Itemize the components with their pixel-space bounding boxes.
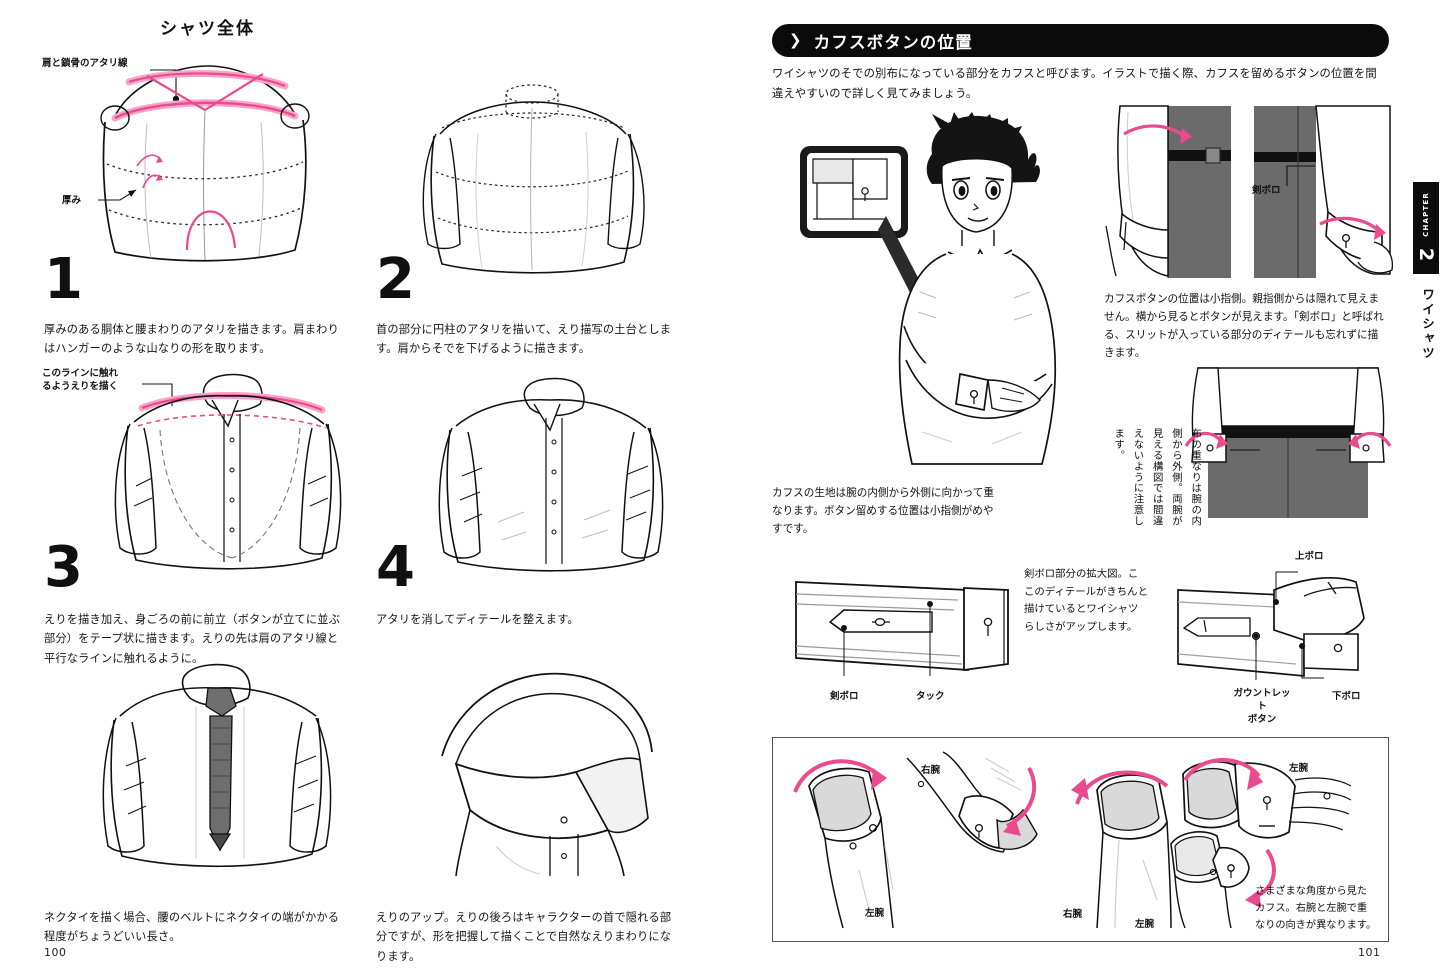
label-gauntlet-button: ガウントレット ボタン <box>1233 688 1291 725</box>
chapter-tab: CHAPTER 2 <box>1413 182 1439 274</box>
figure-gauntlet <box>1177 556 1390 686</box>
figure-shirt-with-necktie <box>102 658 338 874</box>
section-header: ❯ カフスボタンの位置 <box>772 24 1389 57</box>
caption-overlap-vertical: 布の重なりは腕の内側から外側。両腕が見える構図では間違えないように注意します。 <box>1112 428 1202 527</box>
bottom-caption-collar: えりのアップ。えりの後ろはキャラクターの首で隠れる部分ですが、形を把握して描くこ… <box>376 911 672 963</box>
callout-shoulder-clavicle: 肩と鎖骨のアタリ線 <box>42 58 128 69</box>
chapter-word: CHAPTER <box>1422 192 1430 237</box>
caption-cuff-position: カフスボタンの位置は小指側。親指側からは隠れて見えません。横から見るとボタンが見… <box>1104 293 1384 359</box>
chevron-right-icon: ❯ <box>789 31 802 49</box>
left-page: シャツ全体 肩と鎖骨のアタリ線 <box>42 19 680 963</box>
figure-character <box>862 112 1088 482</box>
step-caption-1: 厚みのある胴体と腰まわりのアタリを描きます。肩まわりはハンガーのような山なりの形… <box>44 323 339 356</box>
step-caption-4: アタリを消してディテールを整えます。 <box>376 613 579 626</box>
folio-right: 101 <box>1358 946 1381 959</box>
label-lower-placket: 下ボロ <box>1332 691 1361 702</box>
label-leader-kenboro-top <box>1285 160 1321 188</box>
figure-step-4 <box>438 372 668 572</box>
figure-angle-5 <box>1175 752 1355 882</box>
panel-arm-label-3: 右腕 <box>1063 909 1083 920</box>
angles-panel: 左腕 右腕 右腕 左腕 左腕 さまざまな角度から見たカフス。右腕と左腕で重なりの… <box>772 737 1389 942</box>
section-title: カフスボタンの位置 <box>813 32 973 52</box>
section-intro: ワイシャツのそでの別布になっている部分をカフスと呼びます。イラストで描く際、カフ… <box>772 67 1377 100</box>
step-caption-3: えりを描き加え、身ごろの前に前立（ボタンが立てに並ぶ部分）をテープ状に描きます。… <box>44 613 341 665</box>
step-number-2: 2 <box>376 247 415 312</box>
figure-angle-2 <box>899 751 1049 882</box>
caption-panel-note: さまざまな角度から見たカフス。右腕と左腕で重なりの向きが異なります。 <box>1255 886 1377 931</box>
page-gutter <box>725 0 727 977</box>
chapter-side-title: ワイシャツ <box>1420 288 1435 361</box>
figure-both-arms <box>1184 367 1392 518</box>
figure-collar-closeup <box>400 660 680 878</box>
label-kenboro: 剣ボロ <box>830 691 859 702</box>
step-number-3: 3 <box>44 535 83 600</box>
callout-collar-line: このラインに触れ るようえりを描く <box>42 368 119 392</box>
bottom-caption-necktie: ネクタイを描く場合、腰のベルトにネクタイの端がかかる程度がちょうどいい長さ。 <box>44 911 340 944</box>
figure-step-1 <box>95 60 315 270</box>
callout-leader-thickness <box>98 186 144 212</box>
panel-arm-label-5: 左腕 <box>1289 763 1309 774</box>
chapter-number: 2 <box>1415 247 1438 262</box>
figure-cuff-hidden-button <box>1105 105 1231 278</box>
label-kenboro-top: 剣ボロ <box>1252 185 1281 196</box>
figure-step-3 <box>112 366 352 574</box>
step-number-1: 1 <box>44 247 83 312</box>
step-number-4: 4 <box>376 535 415 600</box>
panel-arm-label-4: 左腕 <box>1135 919 1155 930</box>
step-caption-2: 首の部分に円柱のアタリを描いて、えり描写の土台とします。肩からそでを下げるように… <box>376 323 672 356</box>
page-title: シャツ全体 <box>160 19 255 39</box>
folio-left: 100 <box>44 946 67 959</box>
label-upper-placket: 上ボロ <box>1295 551 1324 562</box>
figure-angle-3 <box>1063 760 1193 930</box>
label-tuck: タック <box>916 691 945 702</box>
figure-angle-4 <box>1163 820 1283 930</box>
panel-arm-label-2: 右腕 <box>921 765 941 776</box>
figure-step-2 <box>420 68 650 274</box>
figure-cuff-visible-button <box>1254 105 1394 278</box>
callout-thickness: 厚み <box>62 195 82 206</box>
caption-kenboro-zoom: 剣ボロ部分の拡大図。ここのディテールがきちんと描けているとワイシャツらしさがアッ… <box>1024 568 1148 634</box>
caption-character: カフスの生地は腕の内側から外側に向かって重なります。ボタン留めする位置は小指側が… <box>772 487 994 535</box>
figure-kenboro-zoom <box>795 560 1016 682</box>
figure-angle-1 <box>789 750 929 930</box>
panel-arm-label-1: 左腕 <box>865 908 885 919</box>
